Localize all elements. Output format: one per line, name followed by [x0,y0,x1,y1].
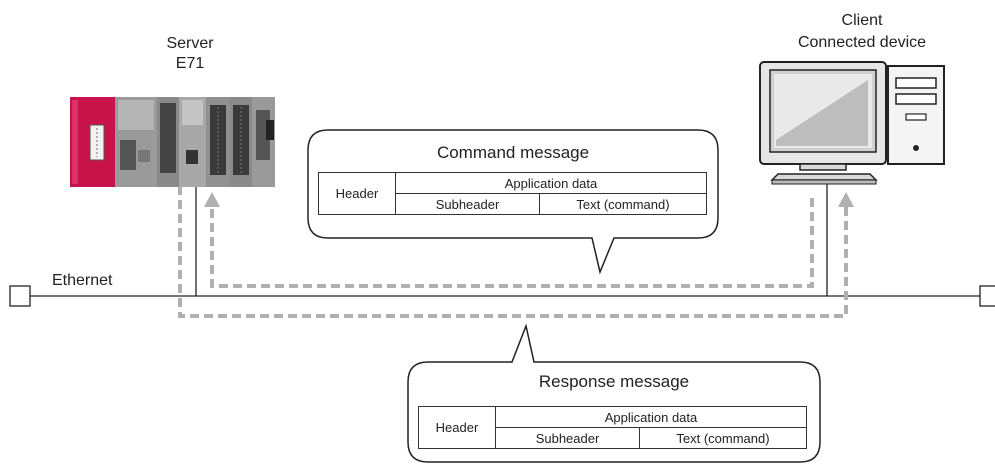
command-subheader-cell: Subheader [395,193,540,215]
ethernet-left-terminator [9,285,31,307]
server-label: Server E71 [166,35,214,72]
ethernet-label: Ethernet [52,272,113,289]
response-message-title: Response message [538,372,690,391]
command-text-cell: Text (command) [539,193,707,215]
command-message-table: Header Application data Subheader Text (… [318,172,707,215]
command-message-title: Command message [436,143,590,162]
command-arrowhead [204,192,220,207]
command-path-dashed [210,198,814,288]
server-plc-image [70,97,275,187]
response-arrowhead [838,192,854,207]
client-computer-image [759,61,945,185]
response-path-dashed [178,186,848,318]
command-appdata-cell: Application data [395,172,707,194]
response-text-cell: Text (command) [639,427,807,449]
client-label: Client Connected device [798,10,926,54]
ethernet-right-terminator [979,285,995,307]
client-sublabel: Connected device [797,34,927,51]
server-model-label: E71 [175,55,205,72]
command-header-cell: Header [318,172,396,215]
response-appdata-cell: Application data [495,406,807,428]
response-subheader-cell: Subheader [495,427,640,449]
response-message-table: Header Application data Subheader Text (… [418,406,807,449]
response-header-cell: Header [418,406,496,449]
